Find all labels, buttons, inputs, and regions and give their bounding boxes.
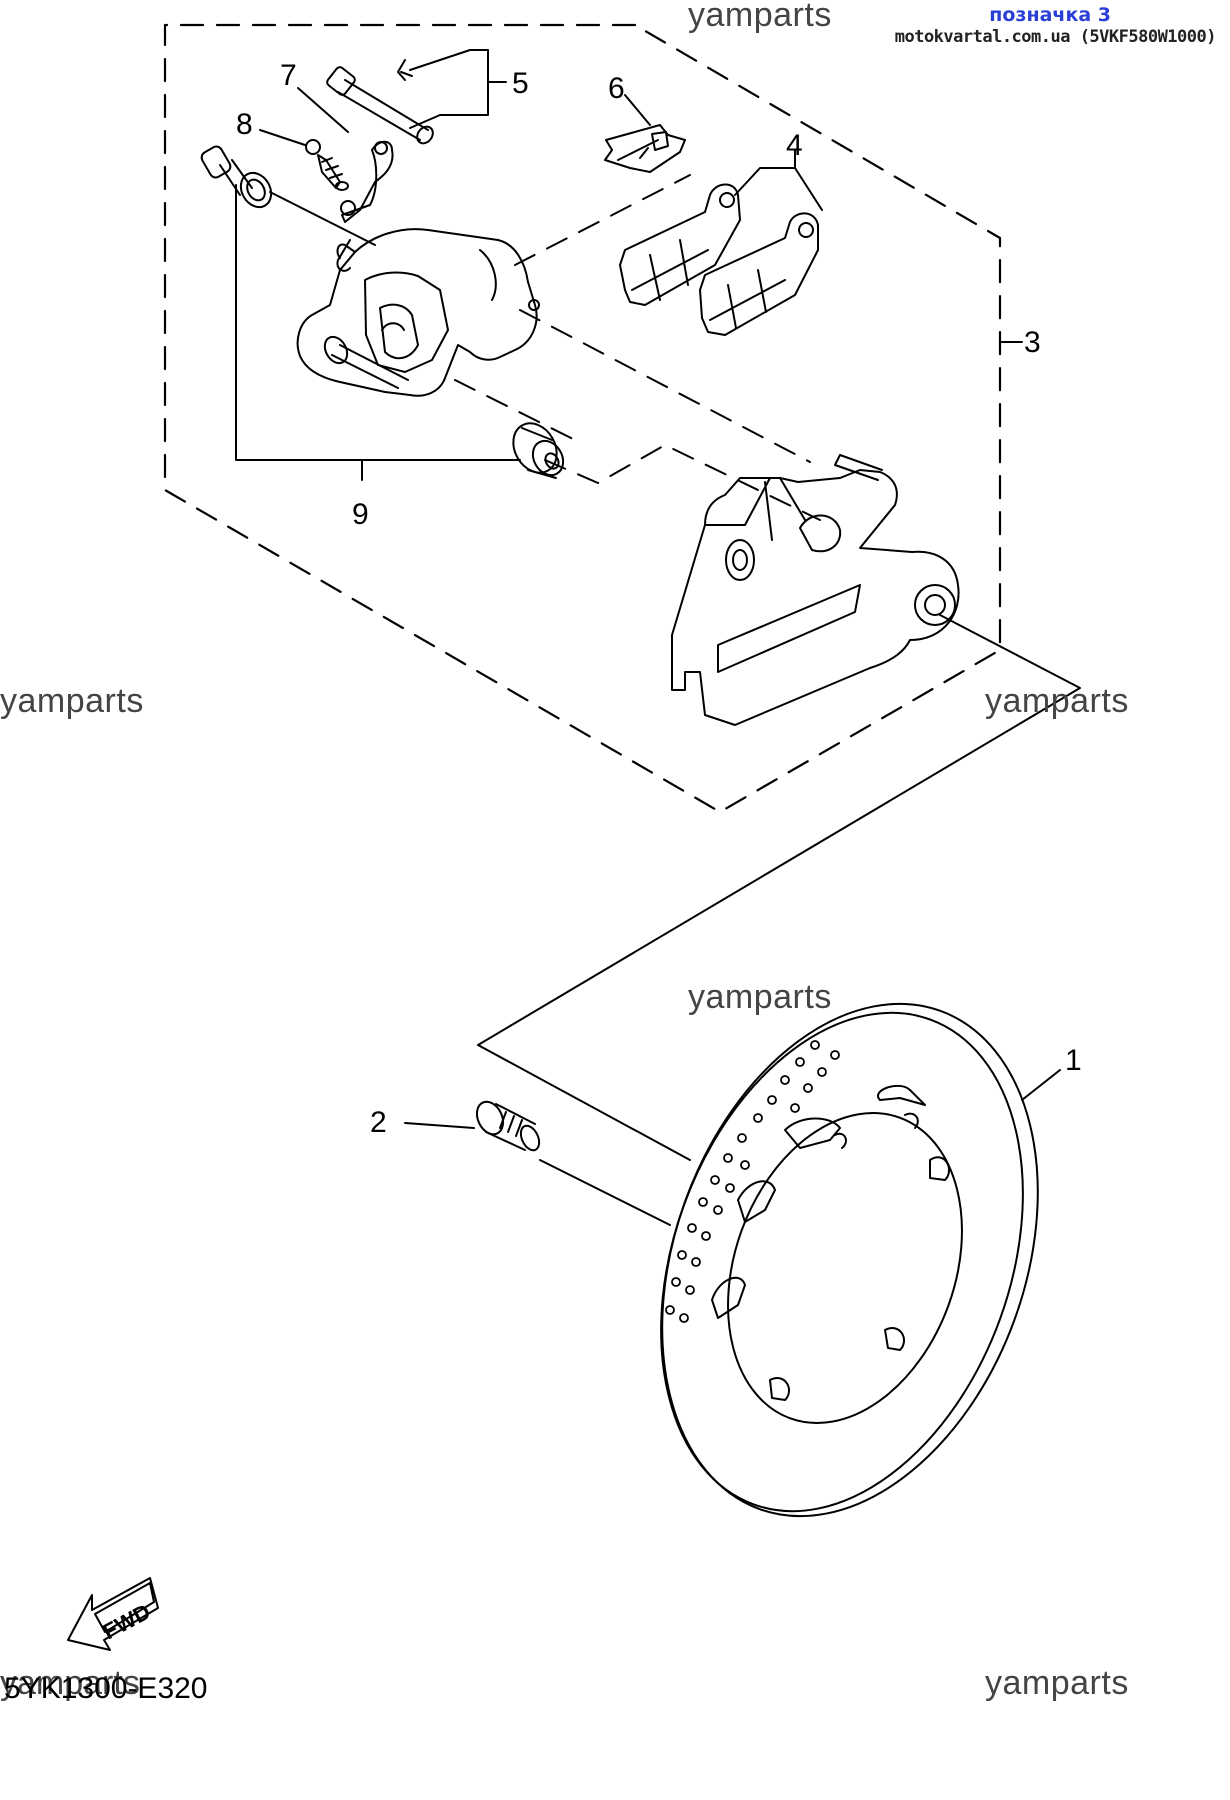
callout-7: 7: [280, 59, 297, 92]
leader-6: [624, 94, 651, 126]
fwd-arrow-icon: [67, 1577, 159, 1651]
header-label: позначка 3: [989, 4, 1111, 26]
bolt-axis-line: [539, 1159, 671, 1226]
callout-9: 9: [352, 498, 369, 531]
diagram-code: 5YK1300-E320: [4, 1672, 208, 1705]
watermark-right: yamparts: [985, 682, 1129, 720]
watermark-center: yamparts: [688, 978, 832, 1016]
leader-8: [259, 129, 306, 146]
boot-part-9: [512, 422, 565, 479]
caliper-lower-alignment-line: [454, 379, 576, 441]
brake-pads-part-4: [619, 183, 819, 336]
pad-spring-part-6: [604, 124, 686, 173]
leader-7: [297, 87, 349, 133]
leader-2: [404, 1122, 475, 1129]
watermark-top: yamparts: [688, 0, 832, 34]
assembly-boundary: [163, 23, 1002, 814]
fwd-label: FWD: [99, 1599, 155, 1645]
boot-alignment-line: [544, 444, 821, 521]
bleed-screw-part-8: [305, 139, 349, 191]
caliper-bracket-alignment-line: [519, 309, 811, 463]
watermark-left: yamparts: [0, 682, 144, 720]
callout-2: 2: [370, 1106, 387, 1139]
disc-vent-holes: [665, 1040, 840, 1323]
leader-4: [734, 149, 823, 211]
disc-bolt-part-2: [475, 1100, 541, 1152]
callout-1: 1: [1065, 1044, 1082, 1077]
mounting-line: [477, 614, 1081, 1161]
leader-5: [409, 49, 507, 129]
piston-axis-line: [269, 191, 376, 246]
watermark-bottom-right: yamparts: [985, 1664, 1129, 1702]
pad-alignment-line: [514, 174, 691, 266]
leader-1: [1021, 1069, 1061, 1101]
caliper-body: [296, 228, 540, 397]
callout-3: 3: [1024, 326, 1041, 359]
piston-part-9: [200, 145, 273, 209]
pad-pin-part-7: [340, 140, 394, 223]
callout-5: 5: [512, 67, 529, 100]
source-header: позначка 3 motokvartal.com.ua (5VKF580W1…: [894, 4, 1217, 48]
caliper-bracket: [671, 454, 960, 726]
callout-6: 6: [608, 72, 625, 105]
header-source: motokvartal.com.ua (5VKF580W1000): [894, 27, 1217, 47]
leader-9: [235, 184, 521, 481]
callout-8: 8: [236, 108, 253, 141]
brake-disc-part-1: [660, 1002, 1039, 1518]
bolt-part-5: [326, 59, 434, 145]
callout-4: 4: [786, 129, 803, 162]
watermark-bottom-left: yamparts: [0, 1664, 140, 1702]
